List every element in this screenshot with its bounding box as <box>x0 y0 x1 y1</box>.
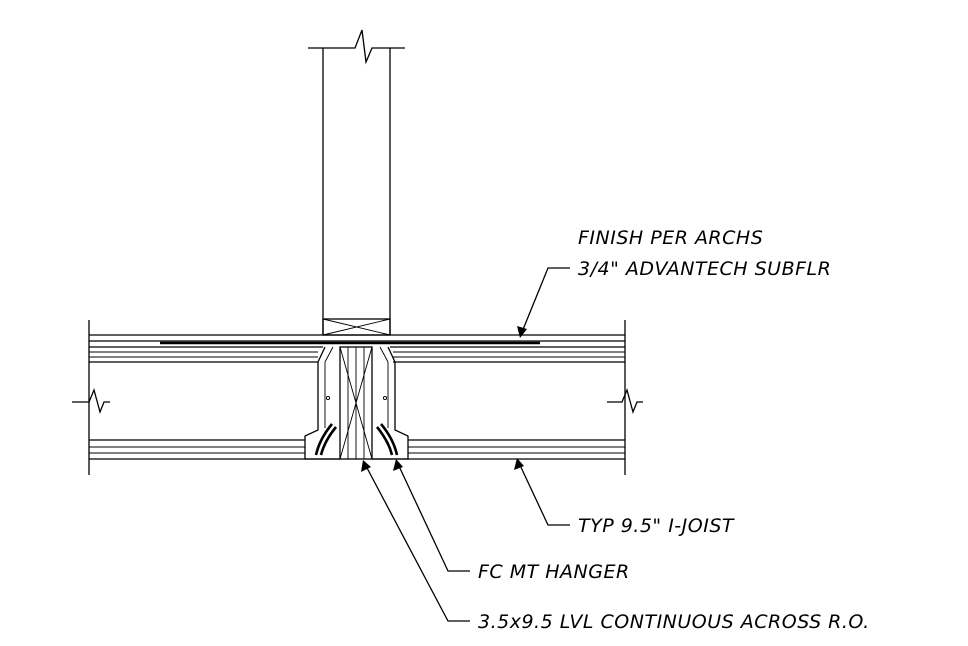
leader-hanger <box>393 459 470 572</box>
wall-stud <box>308 29 405 336</box>
hanger-left <box>304 346 340 460</box>
break-line-left <box>72 388 110 415</box>
lvl-beam <box>339 346 373 460</box>
note-finish: FINISH PER ARCHS <box>578 227 763 249</box>
break-line-top <box>308 29 405 65</box>
hanger-right <box>372 346 409 460</box>
note-hanger: FC MT HANGER <box>478 561 630 583</box>
floor-assembly <box>72 320 643 475</box>
note-joist: TYP 9.5" I-JOIST <box>578 515 735 537</box>
leader-joist <box>514 458 570 526</box>
leader-lvl <box>361 460 470 622</box>
break-line-right <box>607 388 643 415</box>
note-lvl: 3.5x9.5 LVL CONTINUOUS ACROSS R.O. <box>478 611 870 633</box>
note-subfloor: 3/4" ADVANTECH SUBFLR <box>578 258 831 280</box>
leader-subfloor <box>517 267 570 338</box>
